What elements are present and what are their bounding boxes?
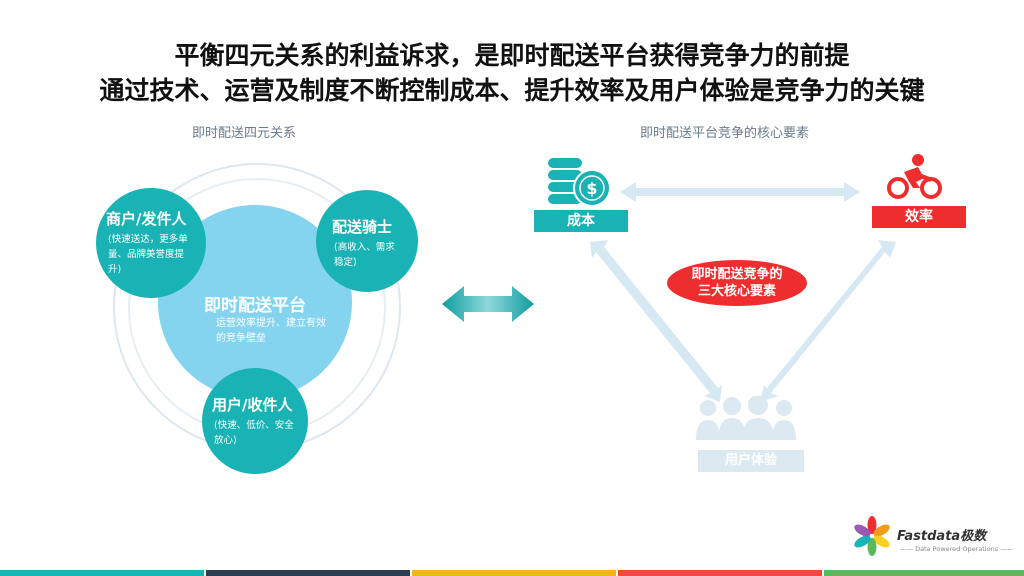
headline-line-2: 通过技术、运营及制度不断控制成本、提升效率及用户体验是竞争力的关键 xyxy=(99,76,925,105)
merchant-desc: (快速送达，更多单量、品牌美誉度提升) xyxy=(108,234,188,275)
user-node: 用户/收件人 (快速、低价、安全放心) xyxy=(202,368,308,474)
footer-bar-3 xyxy=(412,570,616,576)
merchant-title: 商户/发件人 xyxy=(106,210,187,228)
footer-bar-5 xyxy=(824,570,1024,576)
left-diagram-caption: 即时配送四元关系 xyxy=(192,126,297,141)
user-desc: (快速、低价、安全放心) xyxy=(214,420,294,446)
right-diagram-caption: 即时配送平台竞争的核心要素 xyxy=(640,126,810,141)
footer-bar-4 xyxy=(618,570,822,576)
user-group-icon xyxy=(696,396,796,440)
platform-desc: 运营效率提升、建立有效的竞争壁垒 xyxy=(216,318,326,344)
cyclist-icon xyxy=(887,154,942,199)
core-elements-bubble: 即时配送竞争的 三大核心要素 xyxy=(667,260,807,306)
platform-title: 即时配送平台 xyxy=(204,296,306,316)
merchant-node: 商户/发件人 (快速送达，更多单量、品牌美誉度提升) xyxy=(96,188,206,298)
cost-badge: 成本 xyxy=(534,210,628,232)
rider-title: 配送骑士 xyxy=(332,218,393,236)
headline-line-1: 平衡四元关系的利益诉求，是即时配送平台获得竞争力的前提 xyxy=(174,41,850,70)
coin-stack-icon: $ xyxy=(548,158,611,207)
footer-bar-1 xyxy=(0,570,204,576)
rider-desc: (高收入、需求稳定) xyxy=(334,242,395,268)
double-arrow-icon xyxy=(442,286,534,322)
bubble-line-2: 三大核心要素 xyxy=(697,284,776,299)
fastdata-logo-icon xyxy=(854,516,890,556)
footer-bar-2 xyxy=(206,570,410,576)
efficiency-badge: 效率 xyxy=(872,206,966,228)
triangle-arrows xyxy=(590,182,896,402)
logo-tagline: —— Data Powered Operations —— xyxy=(900,545,1014,553)
logo-brand: Fastdata极数 xyxy=(897,529,987,544)
bubble-line-1: 即时配送竞争的 xyxy=(691,267,783,282)
experience-badge: 用户体验 xyxy=(698,450,804,472)
user-title: 用户/收件人 xyxy=(212,396,293,414)
rider-node: 配送骑士 (高收入、需求稳定) xyxy=(316,190,418,292)
svg-text:$: $ xyxy=(586,179,597,198)
